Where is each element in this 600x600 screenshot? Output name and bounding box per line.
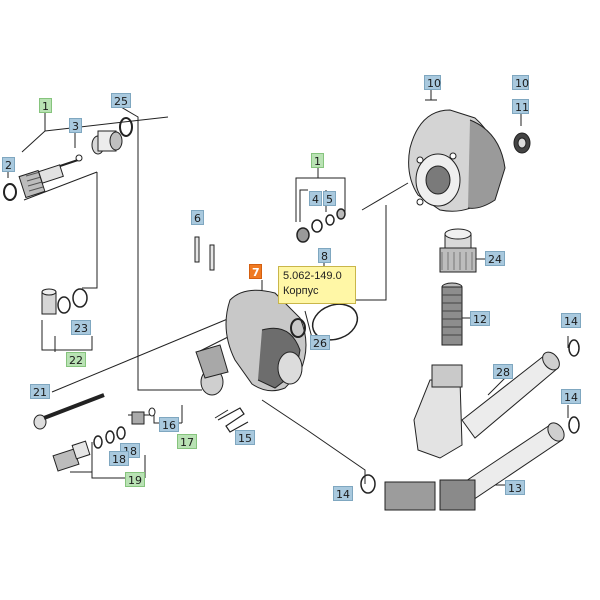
- callout-part-23[interactable]: 23: [71, 320, 91, 335]
- callout-part-13[interactable]: 13: [505, 480, 525, 495]
- leader-line: [70, 442, 146, 479]
- part-16-17-small-parts: [131, 407, 156, 425]
- part-12-filter: [441, 282, 463, 346]
- callout-part-10[interactable]: 10: [424, 75, 441, 90]
- callout-part-16[interactable]: 16: [159, 417, 179, 432]
- part-25-o-ring: [119, 117, 133, 137]
- callout-part-10[interactable]: 10: [512, 75, 529, 90]
- leader-line: [41, 320, 93, 351]
- callout-part-18[interactable]: 18: [109, 451, 129, 466]
- callout-part-14[interactable]: 14: [561, 389, 581, 404]
- callout-part-14[interactable]: 14: [333, 486, 353, 501]
- callout-part-5[interactable]: 5: [323, 191, 336, 206]
- callout-part-14[interactable]: 14: [561, 313, 581, 328]
- leader-line: [304, 310, 313, 339]
- part-6-pins: [194, 236, 215, 271]
- leader-line: [120, 106, 202, 391]
- part-13-pipe: [384, 422, 565, 511]
- part-21-bolt: [33, 393, 105, 430]
- part-28-inlet-assembly: [413, 351, 560, 459]
- part-7-pump-body: [195, 289, 307, 396]
- tooltip-part-name: Корпус: [283, 285, 319, 297]
- callout-part-2[interactable]: 2: [2, 157, 15, 172]
- part-11-seal: [513, 132, 531, 154]
- callout-part-24[interactable]: 24: [485, 251, 505, 266]
- part-8-o-ring: [311, 303, 359, 341]
- callout-part-1[interactable]: 1: [311, 153, 324, 168]
- callout-part-7-selected[interactable]: 7: [249, 264, 262, 279]
- part-10-head-housing: [408, 109, 506, 212]
- callout-part-19[interactable]: 19: [125, 472, 145, 487]
- part-15-clip: [217, 407, 249, 433]
- part-2-o-ring: [3, 183, 17, 201]
- callout-part-26[interactable]: 26: [310, 335, 330, 350]
- leader-line: [82, 172, 98, 289]
- part-22-23-fitting: [41, 288, 88, 315]
- part-26-o-ring: [290, 318, 306, 338]
- leader-line: [425, 89, 437, 101]
- callout-part-22[interactable]: 22: [66, 352, 86, 367]
- leader-line: [214, 409, 229, 419]
- callout-part-21[interactable]: 21: [30, 384, 50, 399]
- callout-part-8[interactable]: 8: [318, 248, 331, 263]
- tooltip-part-number: 5.062-149.0: [283, 270, 342, 282]
- callout-part-17[interactable]: 17: [177, 434, 197, 449]
- callout-part-25[interactable]: 25: [111, 93, 131, 108]
- leader-line: [306, 429, 366, 484]
- callout-part-4[interactable]: 4: [309, 191, 322, 206]
- callout-part-6[interactable]: 6: [191, 210, 204, 225]
- part-19-valve-assembly: [52, 426, 126, 472]
- leader-line: [21, 113, 169, 153]
- part-3-ring: [91, 130, 123, 155]
- parts-4-5-small-rings: [296, 208, 346, 243]
- part-14-o-ring: [360, 474, 376, 494]
- leader-line: [51, 317, 231, 393]
- callout-part-15[interactable]: 15: [235, 430, 255, 445]
- part-14-o-ring: [568, 339, 580, 357]
- leader-line: [23, 171, 98, 201]
- part-14-o-ring: [568, 416, 580, 434]
- callout-part-12[interactable]: 12: [470, 311, 490, 326]
- leader-line: [352, 205, 387, 301]
- leader-line: [261, 399, 308, 431]
- part-24-connector: [439, 228, 477, 273]
- leader-line: [487, 377, 506, 396]
- callout-part-28[interactable]: 28: [493, 364, 513, 379]
- callout-part-1[interactable]: 1: [39, 98, 52, 113]
- part-1-valve-assembly: [18, 154, 83, 199]
- leader-line: [361, 182, 409, 211]
- callout-part-3[interactable]: 3: [69, 118, 82, 133]
- leader-line: [295, 167, 346, 222]
- callout-part-11[interactable]: 11: [512, 99, 529, 114]
- part-tooltip: 5.062-149.0 Корпус: [278, 266, 356, 304]
